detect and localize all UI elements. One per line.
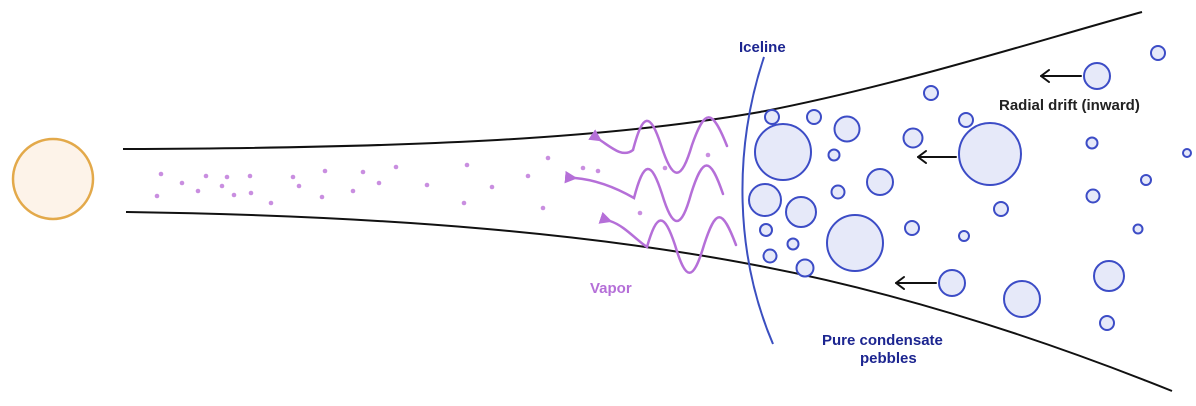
pebble (1083, 62, 1111, 90)
pebbles (748, 45, 1192, 331)
vapor-label: Vapor (590, 280, 632, 297)
arrow-left-icon (1040, 69, 1082, 83)
vapor-dot (424, 182, 430, 188)
pebble (1003, 280, 1041, 318)
vapor-dot (247, 173, 253, 179)
vapor-dot (489, 184, 495, 190)
pebble (786, 237, 800, 251)
vapor-dot (268, 200, 274, 206)
vapor-dot (322, 168, 328, 174)
vapor-dot (705, 152, 711, 158)
pebble (1093, 260, 1125, 292)
pebble (1150, 45, 1166, 61)
vapor-dot (179, 180, 185, 186)
pebble (748, 183, 782, 217)
pebble (764, 109, 780, 125)
wavy-arrow-left-icon (598, 211, 738, 274)
arrow-left-icon (895, 276, 937, 290)
disk-lower-edge (125, 211, 1173, 392)
vapor-dot (248, 190, 254, 196)
vapor-dot (231, 192, 237, 198)
pebble (1132, 223, 1144, 235)
star-circle-icon (11, 137, 95, 221)
vapor-dot (154, 193, 160, 199)
vapor-dot (461, 200, 467, 206)
vapor-dot (319, 194, 325, 200)
vapor-dot (376, 180, 382, 186)
pebble (1182, 148, 1192, 158)
vapor-dot (350, 188, 356, 194)
pebble (902, 127, 924, 149)
vapor-dot (637, 210, 643, 216)
pebble (993, 201, 1009, 217)
vapor-dot (525, 173, 531, 179)
pebbles-label-line1: Pure condensate (822, 332, 943, 349)
pebble (833, 115, 861, 143)
vapor-dot (203, 173, 209, 179)
pebble (1140, 174, 1152, 186)
vapor-dot (360, 169, 366, 175)
pebble (830, 184, 846, 200)
vapor-dot (464, 162, 470, 168)
iceline-label: Iceline (739, 39, 786, 56)
vapor-dot (540, 205, 546, 211)
iceline-curve (741, 56, 774, 345)
disk-upper-edge (122, 11, 1143, 150)
vapor-dot (393, 164, 399, 170)
pebble (958, 230, 970, 242)
pebble (827, 148, 841, 162)
vapor-dot (296, 183, 302, 189)
pebble (1085, 188, 1101, 204)
pebble (866, 168, 894, 196)
vapor-dot (195, 188, 201, 194)
pebbles-label-line2: pebbles (860, 350, 917, 367)
vapor-dot (219, 183, 225, 189)
pebble (938, 269, 966, 297)
pebble (795, 258, 815, 278)
pebble (958, 122, 1022, 186)
wavy-arrow-left-icon (564, 164, 725, 223)
pebble (958, 112, 974, 128)
pebble (1099, 315, 1115, 331)
pebble (806, 109, 822, 125)
vapor-dots (154, 152, 711, 216)
vapor-dot (290, 174, 296, 180)
pebble (759, 223, 773, 237)
drift-arrows (895, 69, 1082, 290)
radial-drift-label: Radial drift (inward) (999, 97, 1140, 114)
vapor-dot (662, 165, 668, 171)
pebble (826, 214, 884, 272)
vapor-dot (224, 174, 230, 180)
wavy-arrow-left-icon (588, 116, 729, 174)
pebble (923, 85, 939, 101)
pebble (762, 248, 778, 264)
arrow-left-icon (917, 150, 957, 164)
vapor-dot (545, 155, 551, 161)
pebble (904, 220, 920, 236)
vapor-dot (595, 168, 601, 174)
pebble (754, 123, 812, 181)
vapor-dot (158, 171, 164, 177)
pebble (785, 196, 817, 228)
vapor-waves (564, 116, 738, 274)
pebble (1085, 136, 1099, 150)
vapor-dot (580, 165, 586, 171)
